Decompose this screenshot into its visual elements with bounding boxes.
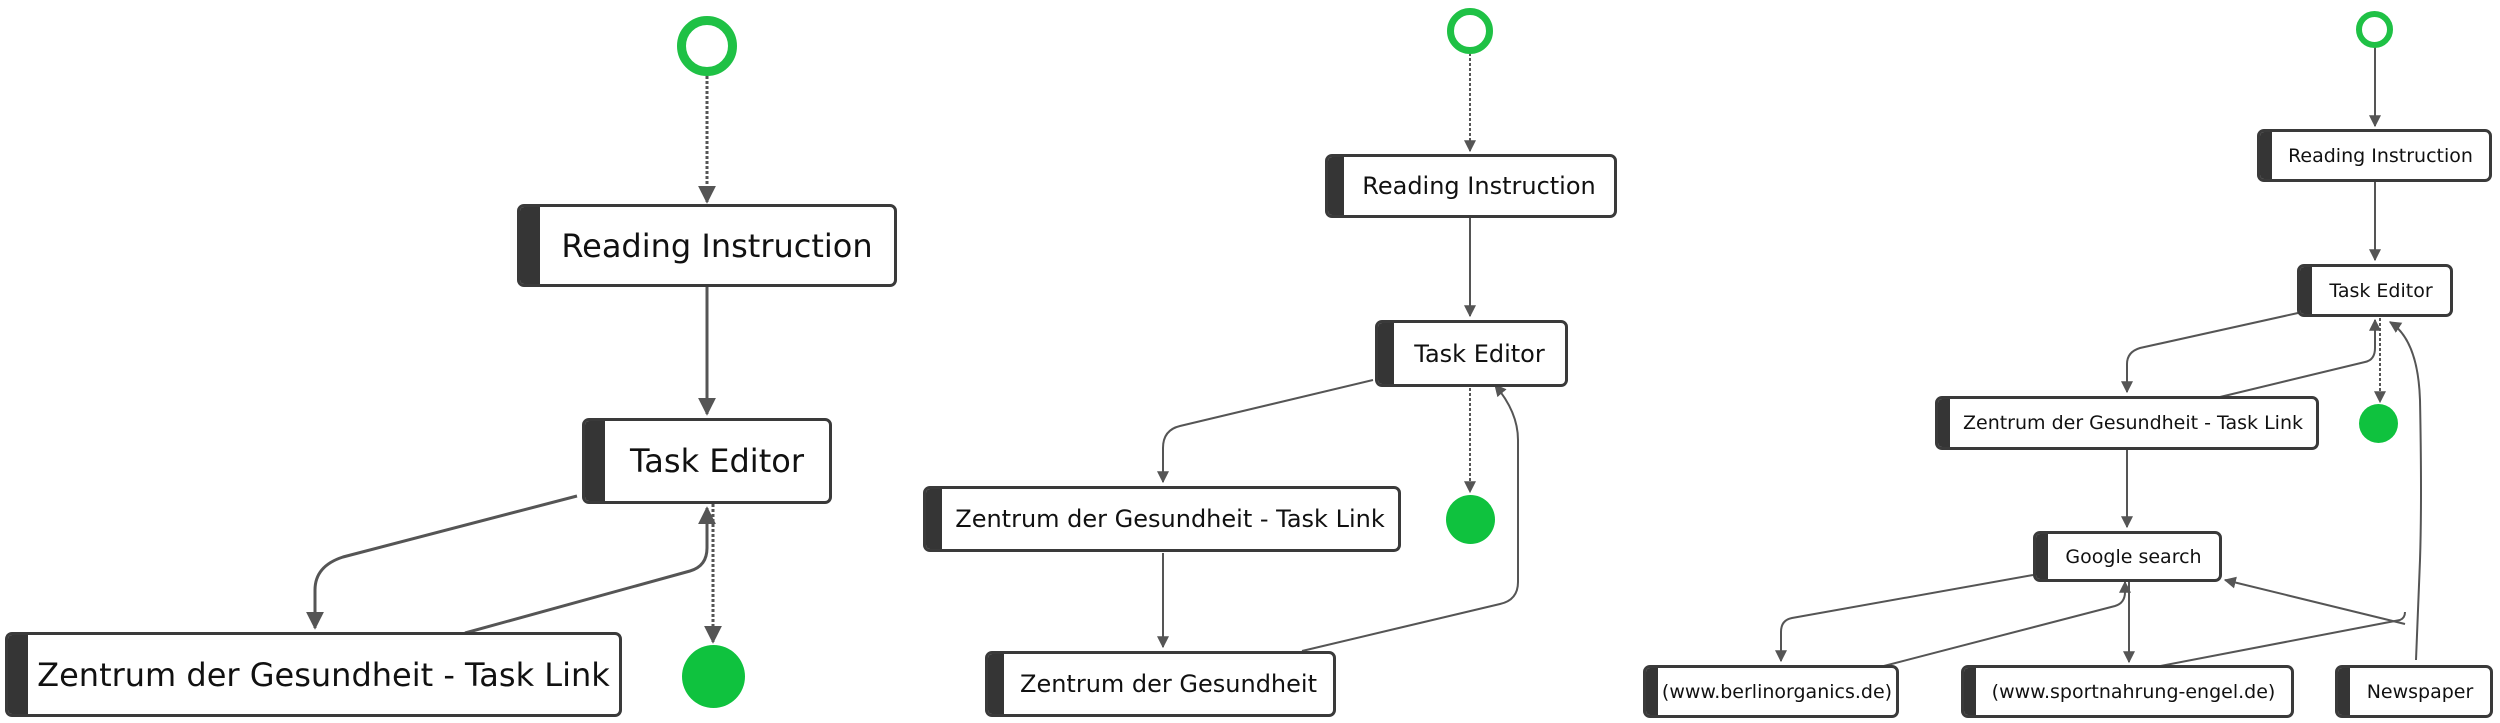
edge-d3-task-to-zentrum-link (2121, 312, 2299, 394)
d3-node-berlinorganics[interactable]: (www.berlinorganics.de) (1643, 665, 1899, 718)
node-bar (1938, 399, 1950, 447)
d3-node-newspaper[interactable]: Newspaper (2335, 665, 2493, 718)
d3-node-google-search[interactable]: Google search (2033, 531, 2222, 582)
node-bar (8, 635, 28, 714)
d1-node-zentrum-task-link[interactable]: Zentrum der Gesundheit - Task Link (5, 632, 622, 717)
node-bar (2300, 267, 2312, 314)
d3-node-reading-instruction[interactable]: Reading Instruction (2257, 129, 2492, 182)
d3-node-sportnahrung[interactable]: (www.sportnahrung-engel.de) (1961, 665, 2294, 718)
node-label: Zentrum der Gesundheit - Task Link (37, 655, 610, 694)
d2-node-reading-instruction[interactable]: Reading Instruction (1325, 154, 1617, 218)
d2-end-node[interactable] (1446, 495, 1495, 544)
node-bar (926, 489, 942, 549)
node-label: Task Editor (1414, 339, 1545, 368)
node-bar (1378, 323, 1394, 384)
node-label: (www.berlinorganics.de) (1661, 680, 1893, 703)
node-bar (988, 654, 1004, 714)
d3-node-task-editor[interactable]: Task Editor (2297, 264, 2453, 317)
node-label: Task Editor (630, 442, 804, 480)
edge-d1-zentrum-link-to-task (464, 506, 716, 635)
node-label: Zentrum der Gesundheit - Task Link (1962, 412, 2303, 434)
node-bar (2260, 132, 2272, 179)
node-label: Reading Instruction (561, 226, 873, 265)
d1-end-node[interactable] (682, 645, 745, 708)
node-label: Reading Instruction (2288, 144, 2473, 167)
node-bar (2338, 668, 2350, 715)
node-label: (www.sportnahrung-engel.de) (1991, 680, 2276, 703)
d2-node-zentrum-task-link[interactable]: Zentrum der Gesundheit - Task Link (923, 486, 1401, 552)
edge-d3-sport-to-google (2154, 611, 2406, 668)
d3-start-node[interactable] (2356, 11, 2393, 48)
node-label: Task Editor (2329, 279, 2433, 302)
node-bar (2036, 534, 2048, 579)
d3-node-zentrum-task-link[interactable]: Zentrum der Gesundheit - Task Link (1935, 396, 2319, 450)
node-label: Reading Instruction (1362, 172, 1596, 200)
edge-d3-newspaper-to-google (2223, 576, 2406, 625)
d3-end-node[interactable] (2359, 404, 2398, 443)
d1-node-reading-instruction[interactable]: Reading Instruction (517, 204, 897, 287)
d2-start-node[interactable] (1447, 8, 1493, 54)
edge-d3-newspaper-to-task (2388, 321, 2422, 661)
edge-d3-zentrum-link-to-task (2219, 318, 2381, 398)
node-label: Newspaper (2366, 680, 2474, 703)
d1-start-node[interactable] (677, 16, 737, 76)
node-label: Zentrum der Gesundheit - Task Link (955, 505, 1385, 533)
edge-d1-task-to-zentrum-link (306, 494, 578, 630)
edge-d2-zentrum-to-task (1301, 384, 1519, 652)
node-bar (1964, 668, 1976, 715)
node-bar (1646, 668, 1658, 715)
edge-d3-google-to-berlin (1775, 574, 2034, 663)
node-label: Zentrum der Gesundheit (1020, 670, 1317, 698)
edge-d3-berlin-to-google (1879, 580, 2131, 668)
d2-node-zentrum[interactable]: Zentrum der Gesundheit (985, 651, 1336, 717)
node-bar (520, 207, 540, 284)
node-bar (1328, 157, 1344, 215)
node-label: Google search (2065, 545, 2202, 568)
edge-d2-task-to-zentrum-link (1157, 379, 1374, 484)
node-bar (585, 421, 605, 501)
d1-node-task-editor[interactable]: Task Editor (582, 418, 832, 504)
d2-node-task-editor[interactable]: Task Editor (1375, 320, 1568, 387)
